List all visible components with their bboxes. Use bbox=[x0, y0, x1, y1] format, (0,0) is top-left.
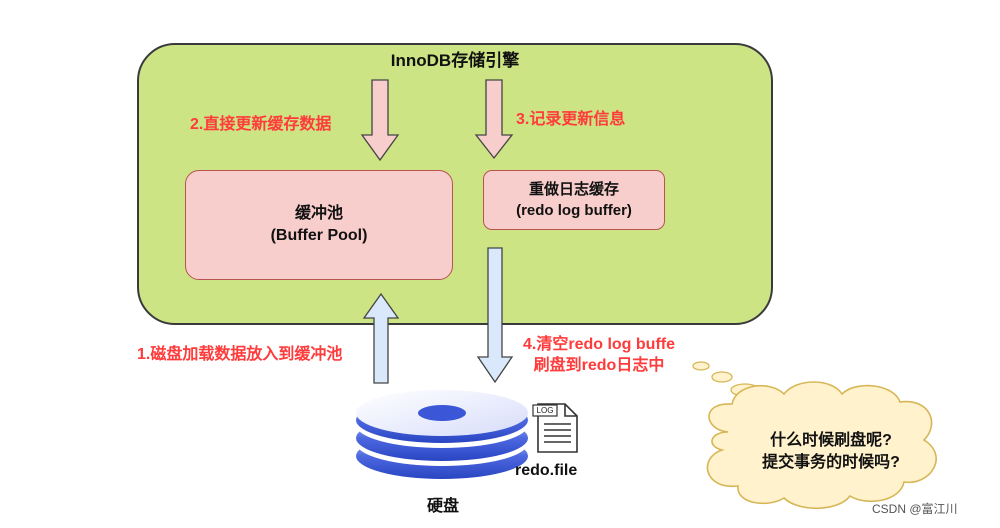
thought-line1: 什么时候刷盘呢? bbox=[770, 432, 892, 449]
engine-title: InnoDB存储引擎 bbox=[390, 51, 520, 70]
thought-text: 什么时候刷盘呢? 提交事务的时候吗? bbox=[716, 430, 946, 474]
record-arrow bbox=[474, 79, 514, 160]
flush-arrow bbox=[476, 247, 514, 384]
thought-cloud bbox=[706, 381, 937, 509]
step-flush-line1: 4.清空redo log buffe bbox=[523, 336, 676, 353]
log-badge: LOG bbox=[536, 406, 554, 415]
step-flush-label: 4.清空redo log buffe 刷盘到redo日志中 bbox=[523, 334, 675, 376]
redo-file-label: redo.file bbox=[515, 462, 578, 479]
update-arrow bbox=[360, 79, 400, 162]
disk-label: 硬盘 bbox=[426, 498, 459, 515]
step-flush-line2: 刷盘到redo日志中 bbox=[533, 357, 665, 374]
redo-log-buffer-box: 重做日志缓存 (redo log buffer) bbox=[483, 170, 665, 230]
thought-line2: 提交事务的时候吗? bbox=[762, 454, 900, 471]
step-load-label: 1.磁盘加载数据放入到缓冲池 bbox=[137, 346, 343, 363]
disk-icon bbox=[356, 390, 528, 479]
step-record-label: 3.记录更新信息 bbox=[516, 111, 626, 128]
step-update-label: 2.直接更新缓存数据 bbox=[190, 116, 332, 133]
buffer-pool-box: 缓冲池 (Buffer Pool) bbox=[185, 170, 453, 280]
load-arrow bbox=[362, 292, 400, 384]
buffer-pool-subtitle: (Buffer Pool) bbox=[270, 227, 368, 244]
log-file-icon bbox=[532, 403, 578, 453]
watermark: CSDN @富江川 bbox=[872, 502, 958, 516]
redo-buffer-subtitle: (redo log buffer) bbox=[516, 202, 632, 219]
redo-buffer-name: 重做日志缓存 bbox=[528, 181, 619, 198]
buffer-pool-name: 缓冲池 bbox=[294, 205, 343, 222]
